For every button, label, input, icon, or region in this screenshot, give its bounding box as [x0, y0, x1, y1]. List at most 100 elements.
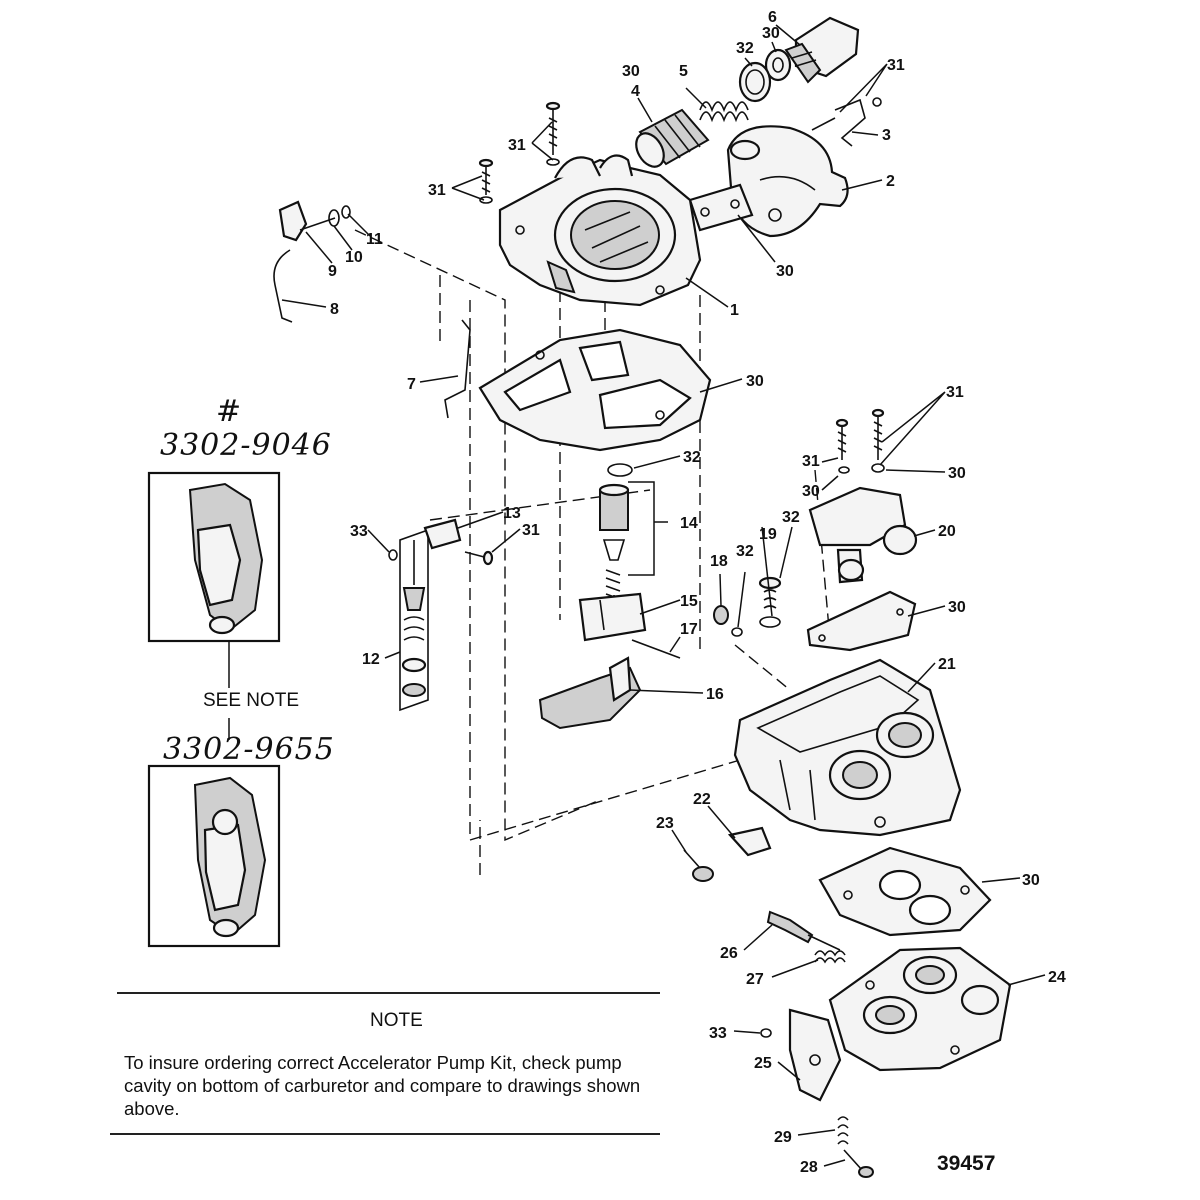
part-19-plug: [758, 576, 782, 609]
part-12-accelerator-pump: [399, 528, 429, 712]
callout-21: 21: [938, 656, 956, 673]
callout-30-a: 30: [762, 25, 780, 42]
part-4-fuel-filter: [635, 108, 710, 168]
part-24-throttle-body: [828, 946, 1012, 1072]
callout-33-b: 33: [709, 1025, 727, 1042]
part-30-washer-top: [764, 48, 792, 82]
part-20-pump-housing: [808, 486, 918, 584]
callout-3: 3: [882, 127, 891, 144]
part-33-clip-a: [388, 549, 398, 561]
callout-30-b: 30: [622, 63, 640, 80]
part-26-idle-screw: [766, 910, 841, 951]
part-27-spring: [814, 950, 846, 964]
callout-31-e: 31: [802, 453, 820, 470]
part-32-ring-d: [731, 627, 743, 637]
part-30-gasket-right: [806, 590, 917, 652]
part-32-ring: [607, 463, 633, 477]
part-33-clip-b: [760, 1028, 772, 1038]
callout-10: 10: [345, 249, 363, 266]
callout-32-a: 32: [736, 40, 754, 57]
callout-30-c: 30: [776, 263, 794, 280]
part-1-air-horn: [498, 154, 702, 307]
part-30-base-gasket: [818, 846, 992, 937]
callout-19: 19: [759, 526, 777, 543]
note-text: To insure ordering correct Accelerator P…: [124, 1052, 641, 1119]
part-2-choke-housing: [726, 125, 849, 238]
part-3-choke-lever: [811, 97, 882, 147]
callout-29: 29: [774, 1129, 792, 1146]
part-30-choke-gasket: [688, 183, 754, 232]
callout-22: 22: [693, 791, 711, 808]
callout-24: 24: [1048, 969, 1066, 986]
part-17-pin: [631, 639, 681, 659]
part-5-spring: [699, 101, 749, 123]
note-top-rule: [117, 992, 660, 994]
alignment-lines: [354, 229, 831, 875]
callout-30-h: 30: [1022, 872, 1040, 889]
callout-31-a: 31: [887, 57, 905, 74]
part-18-screw: [713, 605, 729, 625]
callout-17: 17: [680, 621, 698, 638]
part-31-screw-a: [545, 101, 561, 166]
callout-1: 1: [730, 302, 739, 319]
callout-5: 5: [679, 63, 688, 80]
part-32-gasket-top: [738, 61, 772, 103]
callout-6: 6: [768, 9, 777, 26]
part-31-screw-b: [478, 158, 494, 204]
callout-23: 23: [656, 815, 674, 832]
part-30-main-gasket: [478, 328, 712, 452]
callout-12: 12: [362, 651, 380, 668]
callout-7: 7: [407, 376, 416, 393]
part-25-throttle-lever: [788, 1008, 842, 1102]
part-32-ring-c: [759, 616, 781, 628]
part-15-retainer: [578, 592, 647, 642]
callout-31-f: 31: [522, 522, 540, 539]
callout-25: 25: [754, 1055, 772, 1072]
callout-32-c: 32: [782, 509, 800, 526]
diagram-number: 39457: [937, 1152, 996, 1175]
handwritten-part-number-a: 3302-9046: [160, 428, 332, 463]
part-11-clip: [341, 205, 351, 219]
callout-33-a: 33: [350, 523, 368, 540]
callout-16: 16: [706, 686, 724, 703]
part-6-fuel-inlet-fitting: [784, 16, 860, 84]
part-29-spring: [837, 1116, 849, 1145]
callout-20: 20: [938, 523, 956, 540]
part-16-float: [538, 656, 642, 730]
part-31-screw-c: [464, 550, 494, 566]
callout-18: 18: [710, 553, 728, 570]
callout-13: 13: [503, 505, 521, 522]
note-bottom-rule: [110, 1133, 660, 1135]
pump-cavity-inset-a: [147, 471, 281, 643]
callout-30-d: 30: [746, 373, 764, 390]
note-title: NOTE: [370, 1010, 423, 1031]
callout-30-e: 30: [948, 465, 966, 482]
callout-32-d: 32: [736, 543, 754, 560]
part-22-lever: [727, 826, 772, 857]
part-23-screw: [683, 849, 714, 882]
callout-30-f: 30: [802, 483, 820, 500]
part-21-float-bowl: [733, 658, 962, 837]
callout-labels: 6 30 32 30 5 4 31 3 2 31 31 11 10 9 8 30…: [328, 9, 1066, 1176]
pump-cavity-inset-b: [147, 764, 281, 948]
part-14-power-piston: [598, 483, 630, 612]
callout-4: 4: [631, 83, 640, 100]
callout-2: 2: [886, 173, 895, 190]
callout-26: 26: [720, 945, 738, 962]
callout-27: 27: [746, 971, 764, 988]
callout-14: 14: [680, 515, 698, 532]
part-8-link-rod: [273, 249, 293, 323]
part-13-pump-lever: [423, 518, 462, 550]
part-30-washers-right: [838, 463, 885, 474]
callout-8: 8: [330, 301, 339, 318]
callout-28: 28: [800, 1159, 818, 1176]
handwritten-part-number-b: 3302-9655: [163, 732, 335, 767]
see-note-label: SEE NOTE: [203, 690, 300, 711]
part-28-screw: [843, 1149, 874, 1178]
part-7-pump-rod: [444, 319, 471, 419]
leader-lines: [281, 24, 1046, 1167]
callout-30-g: 30: [948, 599, 966, 616]
callout-15: 15: [680, 593, 698, 610]
part-31-screw-e: [871, 408, 885, 460]
